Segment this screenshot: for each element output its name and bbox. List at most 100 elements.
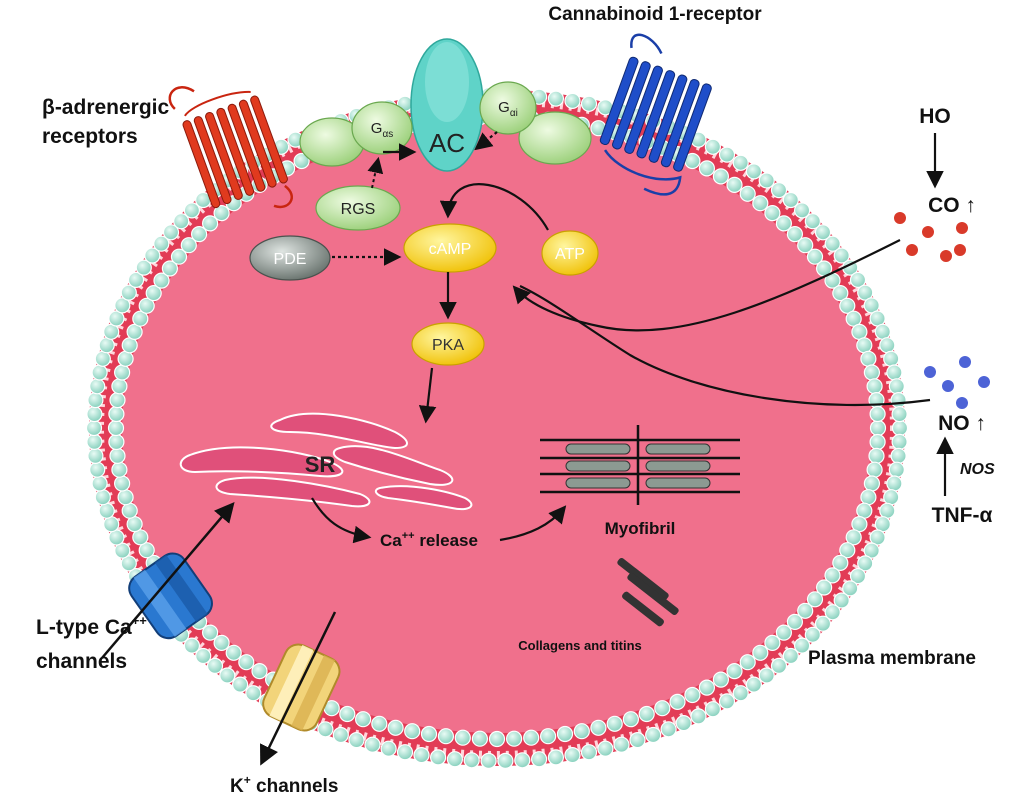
lipid-head xyxy=(573,723,590,740)
lipid-head xyxy=(815,579,833,596)
lipid-head xyxy=(480,752,497,770)
lipid-head xyxy=(91,475,108,492)
lipid-head xyxy=(580,95,598,112)
lipid-head xyxy=(173,213,190,230)
lipid-head xyxy=(387,719,404,736)
ca-release-label: Ca++ release xyxy=(380,530,478,550)
arrow-sr-to-ca-release xyxy=(311,497,372,544)
lipid-head xyxy=(161,260,178,277)
lipid-head xyxy=(144,247,161,264)
arrow-gai-to-ac xyxy=(474,131,498,151)
lipid-head xyxy=(863,475,881,492)
lipid-head xyxy=(883,489,900,506)
lipid-head xyxy=(814,224,832,241)
lipid-head xyxy=(463,752,480,769)
lipid-head xyxy=(317,721,334,738)
lipid-head xyxy=(107,419,125,437)
lipid-head xyxy=(114,297,131,314)
cb1-receptor-label: Cannabinoid 1-receptor xyxy=(548,4,762,25)
lipid-head xyxy=(860,350,877,367)
lipid-head xyxy=(704,701,722,718)
co-label: CO ↑ xyxy=(928,194,976,217)
lipid-head xyxy=(869,529,886,546)
l-type-label-line1: L-type Ca++ xyxy=(36,613,147,639)
arrow-co-to-camp xyxy=(512,239,901,332)
plasma-membrane-label: Plasma membrane xyxy=(808,648,976,669)
nos-label: NOS xyxy=(960,461,995,478)
pde-node: PDE xyxy=(249,235,331,281)
gai-sub-label: αi xyxy=(510,108,518,119)
lipid-head xyxy=(111,378,128,395)
lipid-head xyxy=(782,191,799,209)
ho-label: HO xyxy=(919,105,951,128)
lipid-head xyxy=(348,731,365,749)
lipid-head xyxy=(98,337,115,354)
pka-label: PKA xyxy=(432,337,464,354)
lipid-head xyxy=(849,271,867,288)
lipid-head xyxy=(183,202,200,219)
ca-release-sup: ++ xyxy=(402,530,415,542)
lipid-head xyxy=(108,405,125,423)
lipid-head xyxy=(446,751,463,768)
lipid-head xyxy=(87,447,104,464)
myofibril xyxy=(540,425,740,505)
lipid-head xyxy=(793,637,811,654)
rgs-node: RGS xyxy=(315,185,401,231)
atp-node: ATP xyxy=(541,230,599,276)
lipid-head xyxy=(842,580,859,597)
lipid-head xyxy=(814,615,832,632)
lipid-head xyxy=(126,515,143,533)
pde-label: PDE xyxy=(274,251,307,268)
lipid-head xyxy=(98,502,115,519)
lipid-head xyxy=(523,729,540,746)
lipid-head xyxy=(891,419,909,437)
svg-text:Gαs: Gαs xyxy=(371,120,393,140)
lipid-head xyxy=(886,364,903,381)
lipid-head xyxy=(114,542,131,559)
l-type-label-line2: channels xyxy=(36,650,127,673)
lipid-head xyxy=(638,705,655,723)
lipid-head xyxy=(739,185,756,202)
lipid-head xyxy=(89,378,106,395)
lipid-head xyxy=(712,671,730,688)
g-alpha-i: Gαi xyxy=(479,81,592,165)
lipid-head xyxy=(219,667,236,684)
lipid-head xyxy=(775,215,793,232)
lipid-head xyxy=(488,730,506,748)
arrow-rgs-to-gas xyxy=(367,156,384,189)
lipid-head xyxy=(726,176,743,193)
lipid-head xyxy=(669,693,686,711)
lipid-head xyxy=(868,447,885,464)
lipid-head xyxy=(718,146,736,163)
collagen-fibers xyxy=(617,557,679,627)
lipid-head xyxy=(860,489,877,506)
lipid-head xyxy=(879,502,896,519)
arrows xyxy=(101,131,954,766)
arrow-k-channel xyxy=(260,611,337,766)
lipid-head xyxy=(564,92,581,110)
lipid-head xyxy=(890,447,907,464)
lipid-head xyxy=(135,259,152,276)
rgs-label: RGS xyxy=(341,201,376,218)
gai-main-label: G xyxy=(498,99,510,116)
lipid-head xyxy=(824,604,841,621)
lipid-head xyxy=(153,272,170,289)
lipid-head xyxy=(120,555,137,572)
lipid-head xyxy=(127,271,145,288)
lipid-head xyxy=(732,685,749,702)
lipid-head xyxy=(213,205,230,222)
lipid-head xyxy=(856,337,873,354)
lipid-head xyxy=(180,237,197,254)
lipid-head xyxy=(645,726,662,744)
lipid-head xyxy=(117,350,134,367)
lipid-head xyxy=(251,662,268,680)
lipid-head xyxy=(437,728,454,745)
lipid-head xyxy=(739,654,756,671)
lipid-head xyxy=(430,749,447,766)
lipid-head xyxy=(891,433,908,450)
lipid-head xyxy=(597,740,614,757)
lipid-head xyxy=(775,624,793,641)
lipid-head xyxy=(654,700,671,717)
lipid-head xyxy=(660,721,677,738)
